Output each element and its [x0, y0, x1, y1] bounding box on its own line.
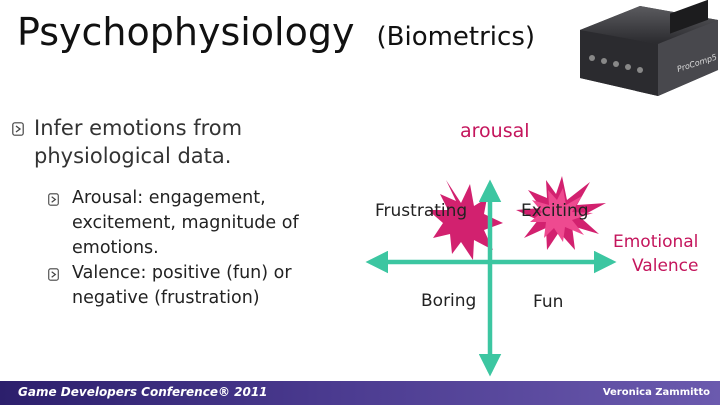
- quadrant-label-frustrating: Frustrating: [375, 201, 467, 221]
- sub-bullet-valence: Valence: positive (fun) or negative (fru…: [12, 261, 342, 311]
- quadrant-label-boring: Boring: [421, 291, 476, 311]
- bullet-glyph-icon: [48, 193, 59, 206]
- bullet-glyph-icon: [12, 122, 24, 136]
- sub-bullet-text: Valence: positive (fun) or negative (fru…: [72, 263, 292, 308]
- axis-x-label-line2: Valence: [632, 256, 699, 276]
- axis-y-label: arousal: [460, 120, 530, 142]
- sub-bullet-list: Arousal: engagement, excitement, magnitu…: [12, 186, 342, 311]
- bullet-list: Infer emotions from physiological data. …: [12, 114, 342, 311]
- sub-bullet-arousal: Arousal: engagement, excitement, magnitu…: [12, 186, 342, 261]
- quadrant-label-fun: Fun: [533, 292, 563, 312]
- slide-title: Psychophysiology (Biometrics): [17, 10, 535, 54]
- bullet-main: Infer emotions from physiological data.: [12, 114, 342, 170]
- axis-x-label-line1: Emotional: [613, 232, 698, 252]
- biometric-device-image: ProComp5: [570, 0, 720, 98]
- bullet-glyph-icon: [48, 268, 59, 281]
- quadrant-label-exciting: Exciting: [521, 201, 589, 221]
- sub-bullet-text: Arousal: engagement, excitement, magnitu…: [72, 188, 299, 258]
- bullet-main-text: Infer emotions from physiological data.: [34, 116, 242, 168]
- footer-author: Veronica Zammitto: [603, 387, 710, 398]
- footer-bar: Game Developers Conference® 2011 Veronic…: [0, 381, 720, 405]
- footer-conference: Game Developers Conference® 2011: [18, 385, 268, 399]
- arousal-valence-diagram: arousal Frustrating Exciting Boring Fun …: [360, 110, 720, 380]
- title-sub: (Biometrics): [376, 22, 535, 52]
- title-main: Psychophysiology: [17, 10, 354, 54]
